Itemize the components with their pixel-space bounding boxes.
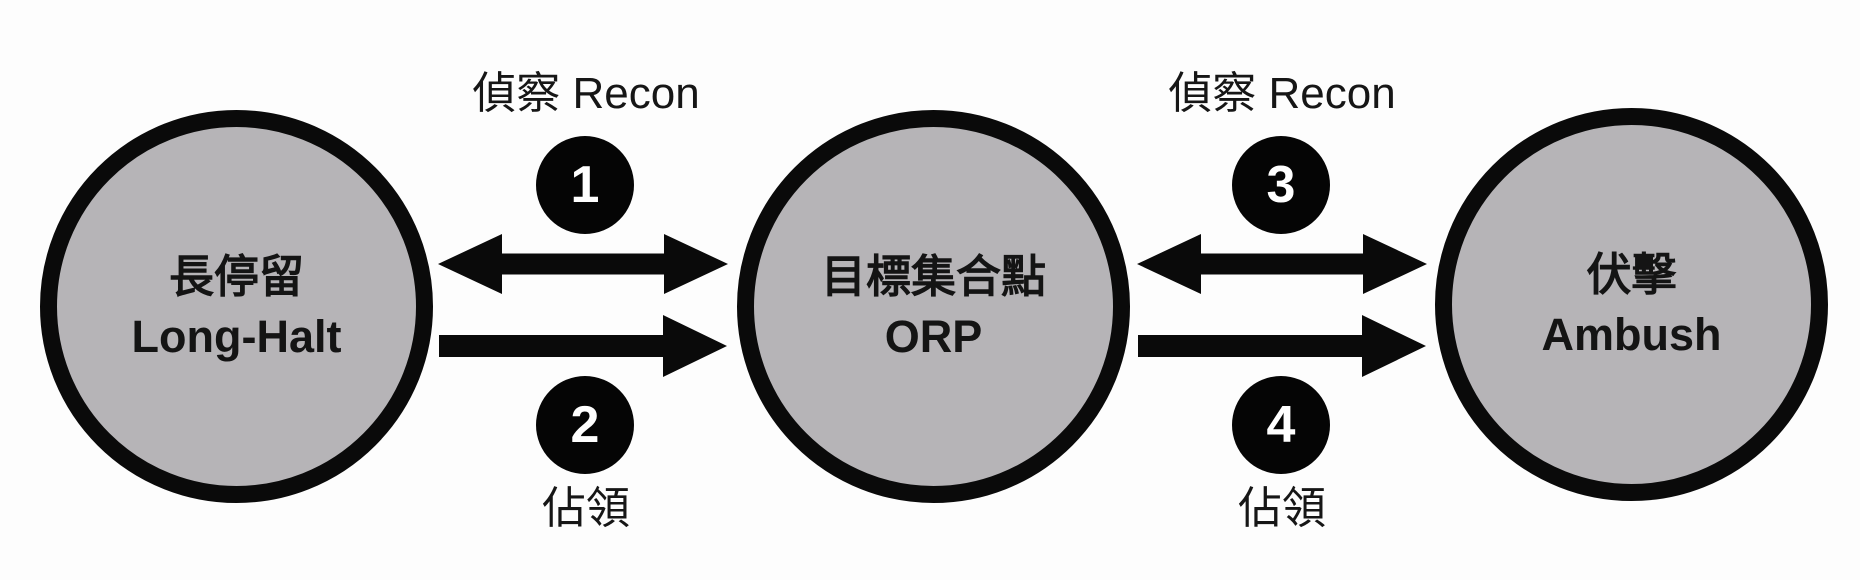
occupy-label-1: 佔領 [542,484,630,533]
recon-label-2: 偵察 Recon [1168,69,1396,118]
bidirectional-arrow-1 [438,234,728,294]
forward-arrow-1 [439,315,727,377]
step-badge-4: 4 [1232,376,1330,474]
node-label-en: ORP [884,310,983,362]
node-label-en: Ambush [1541,308,1722,360]
bidirectional-arrow-2 [1137,234,1427,294]
node-orp: 目標集合點 ORP [737,110,1130,503]
node-ambush: 伏擊 Ambush [1435,108,1828,501]
forward-arrow-2 [1138,315,1426,377]
step-badge-1: 1 [536,136,634,234]
step-badge-2: 2 [536,376,634,474]
occupy-label-2: 佔領 [1238,484,1326,533]
node-label-zh: 伏擊 [1586,248,1677,300]
step-badge-3: 3 [1232,136,1330,234]
node-long-halt: 長停留 Long-Halt [40,110,433,503]
recon-label-1: 偵察 Recon [472,69,700,118]
node-label-en: Long-Halt [131,310,342,362]
node-label-zh: 目標集合點 [820,250,1046,302]
node-label-zh: 長停留 [168,250,304,302]
